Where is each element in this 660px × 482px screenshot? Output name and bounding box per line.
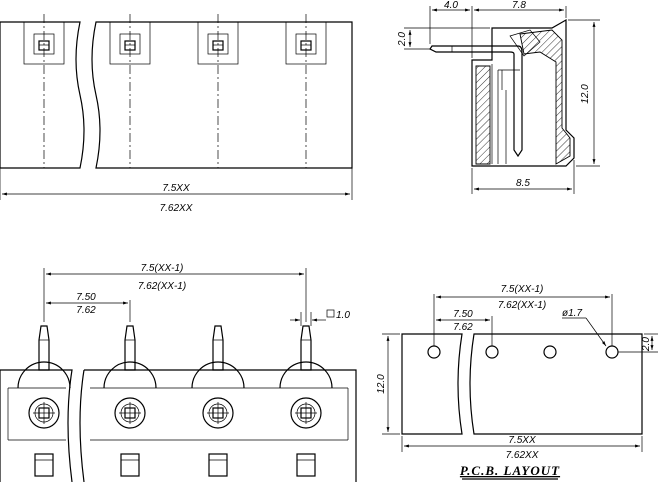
pcb-dim-overall-1: 7.5XX <box>508 435 536 446</box>
bottom-body-left <box>0 369 73 482</box>
pcb-dim-overall-2: 7.62XX <box>506 450 539 461</box>
pcb-dim-height: 12.0 <box>376 374 387 394</box>
side-pin <box>429 45 523 158</box>
pin-foot <box>120 453 140 477</box>
side-wall-hatch <box>475 65 491 165</box>
front-pin-slots <box>23 14 327 168</box>
pcb-hole <box>543 345 557 359</box>
pcb-dim-pitch-2: 7.62 <box>453 322 473 333</box>
pin-foot <box>296 453 316 477</box>
pin-arch <box>17 361 71 389</box>
side-dim-body-depth: 7.8 <box>512 0 526 11</box>
side-dim-pin-len: 4.0 <box>444 0 458 11</box>
pcb-body-right <box>469 333 643 435</box>
side-view: 4.0 7.8 2.0 12.0 8.5 <box>397 0 600 194</box>
screw-head <box>28 397 60 429</box>
bottom-dim-span-2: 7.62(XX-1) <box>138 281 186 292</box>
pcb-layout: 7.5(XX-1) 7.62(XX-1) 7.50 7.62 ø1.7 2.0 … <box>376 284 658 480</box>
pin-foot <box>208 453 228 477</box>
bottom-pin <box>103 325 157 477</box>
bottom-pin <box>191 325 245 477</box>
side-body-outline <box>471 18 575 167</box>
bottom-dim-pitch-2: 7.62 <box>76 305 96 316</box>
bottom-pin <box>17 325 71 477</box>
pcb-layout-title: P.C.B. LAYOUT <box>460 463 560 478</box>
screw-head <box>290 397 322 429</box>
front-pin-slot <box>109 14 151 168</box>
pin-arch <box>279 361 333 389</box>
bottom-view: 7.5(XX-1) 7.62(XX-1) 7.50 7.62 1.0 <box>0 263 357 482</box>
pcb-body-left <box>401 333 463 435</box>
side-dim-base: 8.5 <box>516 178 530 189</box>
pin-foot <box>34 453 54 477</box>
bottom-pins <box>17 325 333 477</box>
pcb-hole <box>605 345 619 359</box>
pcb-dim-span-2: 7.62(XX-1) <box>498 300 546 311</box>
pcb-dim-hole-offset: 2.0 <box>641 337 652 352</box>
bottom-body-right <box>79 369 357 482</box>
pin-arch <box>191 361 245 389</box>
front-dim-overall-2: 7.62XX <box>160 203 193 214</box>
front-body-left <box>0 21 85 169</box>
side-screw <box>509 29 541 57</box>
side-dim-height: 12.0 <box>580 84 591 104</box>
pcb-holes <box>427 345 619 359</box>
front-pin-slot <box>285 14 327 168</box>
pcb-dim-span-1: 7.5(XX-1) <box>501 284 544 295</box>
pin-body <box>124 325 136 371</box>
bottom-dim-span-1: 7.5(XX-1) <box>141 263 184 274</box>
front-view: 7.5XX 7.62XX <box>0 14 353 214</box>
screw-head <box>202 397 234 429</box>
pcb-hole <box>427 345 441 359</box>
pin-body <box>300 325 312 371</box>
screw-head <box>114 397 146 429</box>
front-dim-overall-1: 7.5XX <box>162 183 190 194</box>
side-section-hatch <box>519 29 571 165</box>
side-dim-pin-offset: 2.0 <box>397 32 408 47</box>
pcb-dim-pitch-1: 7.50 <box>453 309 473 320</box>
pin-body <box>212 325 224 371</box>
pin-arch <box>103 361 157 389</box>
pcb-hole <box>485 345 499 359</box>
front-body-right <box>91 21 353 169</box>
bottom-pin <box>279 325 333 477</box>
square-symbol <box>326 309 335 318</box>
front-pin-slot <box>197 14 239 168</box>
pin-body <box>38 325 50 371</box>
bottom-dim-pitch-1: 7.50 <box>76 292 96 303</box>
pcb-dim-hole: ø1.7 <box>562 308 582 319</box>
bottom-dim-pin-square: 1.0 <box>336 310 350 321</box>
front-pin-slot <box>23 14 65 168</box>
